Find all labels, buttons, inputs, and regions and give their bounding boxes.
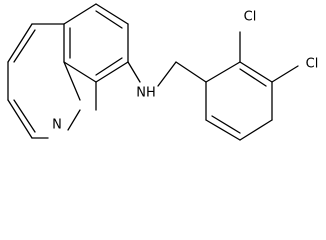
bond <box>63 3 97 25</box>
bond <box>7 99 33 139</box>
bond <box>271 65 299 83</box>
quinoline-pyridine-ring <box>7 23 81 139</box>
bond <box>211 115 241 134</box>
bond <box>13 99 36 133</box>
bond <box>95 61 129 83</box>
bond <box>175 61 207 83</box>
bond <box>239 68 267 87</box>
amine-linker <box>127 61 207 87</box>
chlorine-right-label: Cl <box>306 57 319 72</box>
bond <box>205 61 241 83</box>
bond <box>239 119 273 141</box>
dichlorophenyl-ring <box>205 31 299 141</box>
bond <box>13 29 36 63</box>
bond <box>67 109 81 131</box>
quinoline-nitrogen-label: N <box>52 118 62 133</box>
bond <box>239 61 273 83</box>
bond <box>95 57 123 76</box>
quinoline-benzene-ring <box>31 3 129 111</box>
bond <box>95 3 129 25</box>
bond <box>127 61 141 83</box>
bond <box>205 119 241 141</box>
bond <box>63 61 97 83</box>
chemical-structure-diagram: N NH Cl Cl <box>7 3 319 141</box>
bond <box>63 61 81 101</box>
amine-nh-label: NH <box>136 86 156 101</box>
chlorine-top-label: Cl <box>244 10 257 25</box>
bond <box>7 23 33 63</box>
bond <box>95 10 123 29</box>
bond <box>157 61 177 87</box>
